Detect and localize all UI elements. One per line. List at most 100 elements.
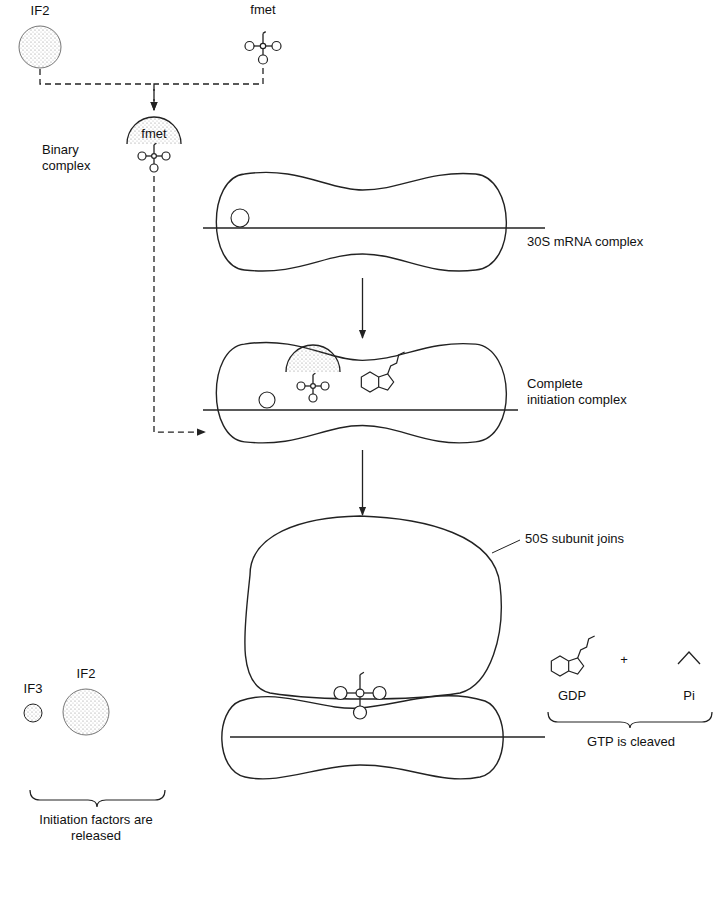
factor-circle: IF3	[23, 703, 43, 723]
trna-cloverleaf	[245, 32, 281, 64]
bracket	[548, 712, 712, 728]
bracket-note: Initiation factors are released	[37, 812, 155, 843]
trna-core	[356, 689, 364, 697]
trna-outline	[242, 24, 284, 68]
mrna-strand	[203, 409, 518, 410]
trna-loop	[138, 152, 146, 160]
dashed-arrow	[40, 69, 154, 110]
trna-stem	[347, 692, 356, 693]
phosphate: Pi	[676, 650, 702, 664]
trna-stem	[262, 49, 263, 55]
if2-cap	[286, 345, 340, 372]
trna-loop	[354, 706, 367, 719]
trna-stem	[153, 158, 154, 164]
gdp-symbol: GDP	[548, 642, 596, 678]
if3-circle	[259, 392, 275, 408]
ribosome-30s: 30S mRNA complex	[205, 168, 520, 278]
node-label: Binary complex	[42, 142, 104, 173]
binary-complex: fmetBinary complex	[126, 110, 182, 176]
trna-core	[311, 384, 316, 389]
trna-core	[152, 154, 157, 159]
large-subunit	[245, 516, 501, 699]
trna-loop	[373, 687, 386, 700]
trna-loop	[321, 382, 329, 390]
node-label: 50S subunit joins	[525, 531, 675, 547]
factor-circle	[19, 26, 61, 68]
factor-circle-outline	[23, 703, 43, 723]
trna-loop	[297, 382, 305, 390]
flow-arrow	[362, 278, 363, 338]
trna-stem	[254, 45, 260, 46]
leader-line	[492, 540, 520, 553]
phosphate-tail	[388, 352, 405, 374]
node-label: IF2	[56, 666, 116, 682]
trna-stem	[359, 675, 360, 689]
binary-complex-outline	[126, 110, 182, 176]
initiation-complex: Complete initiation complex	[205, 338, 520, 450]
ribosome-subunit	[216, 172, 506, 271]
factor-circle	[63, 689, 109, 735]
trna-stem	[262, 33, 263, 43]
ribose-ring	[569, 658, 584, 674]
trna-cloverleaf	[138, 143, 170, 172]
node-label: Complete initiation complex	[527, 376, 631, 407]
phosphate-outline	[676, 650, 702, 664]
ribose-ring	[379, 374, 394, 390]
trna-stem	[146, 155, 152, 156]
trna-stem	[156, 155, 162, 156]
plus-sign: +	[614, 652, 634, 668]
node-label: IF3	[13, 681, 53, 697]
phosphate-symbol	[678, 652, 700, 664]
trna-loop	[150, 164, 158, 172]
factor-circle	[24, 704, 42, 722]
bracket-note: GTP is cleaved	[561, 734, 701, 750]
gdp-symbol-outline	[548, 642, 596, 678]
phosphate-tail	[578, 636, 595, 658]
factor-circle: IF2	[18, 25, 62, 69]
ribosome-subunit	[216, 342, 506, 442]
trna-cloverleaf	[334, 672, 386, 719]
ribosome-70s-outline	[210, 515, 510, 785]
factor-circle-outline	[18, 25, 62, 69]
trna-loop	[272, 42, 281, 51]
trna-stem	[266, 45, 272, 46]
trna-stem	[154, 143, 156, 145]
trna-loop	[309, 394, 317, 402]
if3-circle	[231, 209, 249, 227]
trna-stem	[312, 375, 313, 384]
bracket	[30, 790, 165, 807]
trna-stem	[312, 388, 313, 394]
inner-label: fmet	[134, 126, 174, 142]
guanine-ring	[551, 656, 568, 676]
trna-stem	[359, 697, 360, 706]
trna-stem	[263, 32, 266, 34]
mrna-strand	[203, 227, 545, 228]
trna-core	[260, 43, 265, 48]
node-label: IF2	[10, 3, 70, 19]
ribosome-30s-outline	[205, 168, 520, 278]
initiation-complex-outline	[205, 338, 520, 450]
trna: fmet	[242, 24, 284, 68]
factor-circle: IF2	[62, 688, 110, 736]
trna-stem	[360, 672, 364, 675]
trna-cloverleaf	[297, 373, 329, 402]
ribosome-70s: 50S subunit joins	[210, 515, 510, 785]
trna-loop	[259, 55, 268, 64]
factor-circle-outline	[62, 688, 110, 736]
trna-stem	[364, 692, 373, 693]
node-label: GDP	[542, 688, 602, 704]
dashed-arrow	[154, 176, 205, 432]
node-label: Pi	[669, 688, 709, 704]
trna-stem	[315, 385, 321, 386]
if2-cap	[127, 117, 181, 144]
trna-stem	[305, 385, 311, 386]
mrna-strand	[230, 736, 545, 737]
trna-loop	[245, 42, 254, 51]
trna-loop	[162, 152, 170, 160]
flow-arrow	[362, 450, 363, 515]
trna-loop	[334, 687, 347, 700]
trna-stem	[313, 373, 315, 375]
